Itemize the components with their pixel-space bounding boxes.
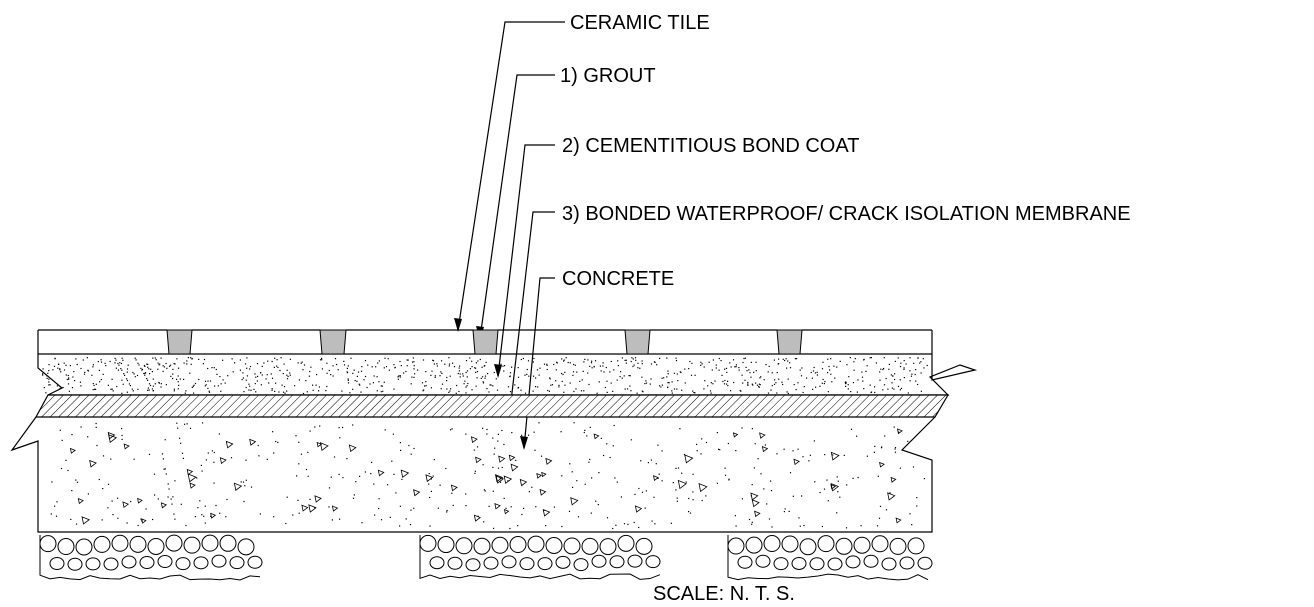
concrete-outline <box>10 416 936 533</box>
grout-joint <box>472 329 499 355</box>
arrowhead-concrete <box>520 436 528 450</box>
leader-lines <box>457 21 565 449</box>
label-bond-coat: 2) CEMENTITIOUS BOND COAT <box>562 135 859 157</box>
slab-outline <box>37 354 978 396</box>
leader-concrete <box>523 277 555 449</box>
leader-ceramic-tile <box>457 21 565 331</box>
gravel-fill <box>39 534 933 581</box>
leader-membrane <box>509 211 555 411</box>
arrowhead-bond-coat <box>494 364 502 378</box>
grout-joint <box>624 329 651 355</box>
grout-joint <box>319 329 347 355</box>
leader-bond-coat <box>497 144 555 377</box>
scale-note: SCALE: N. T. S. <box>653 583 795 605</box>
concrete-texture <box>50 422 925 530</box>
leader-grout <box>479 74 555 339</box>
label-membrane: 3) BONDED WATERPROOF/ CRACK ISOLATION ME… <box>562 203 1131 225</box>
bond-coat-texture <box>42 357 928 395</box>
concrete-aggregate <box>69 428 903 525</box>
label-ceramic-tile: CERAMIC TILE <box>570 12 710 34</box>
grout-joint <box>166 329 193 355</box>
label-grout: 1) GROUT <box>560 65 656 87</box>
label-concrete: CONCRETE <box>562 268 674 290</box>
membrane-layer <box>34 394 950 418</box>
arrowhead-ceramic-tile <box>454 318 462 332</box>
grout-joints <box>166 329 803 355</box>
grout-joint <box>776 329 803 355</box>
